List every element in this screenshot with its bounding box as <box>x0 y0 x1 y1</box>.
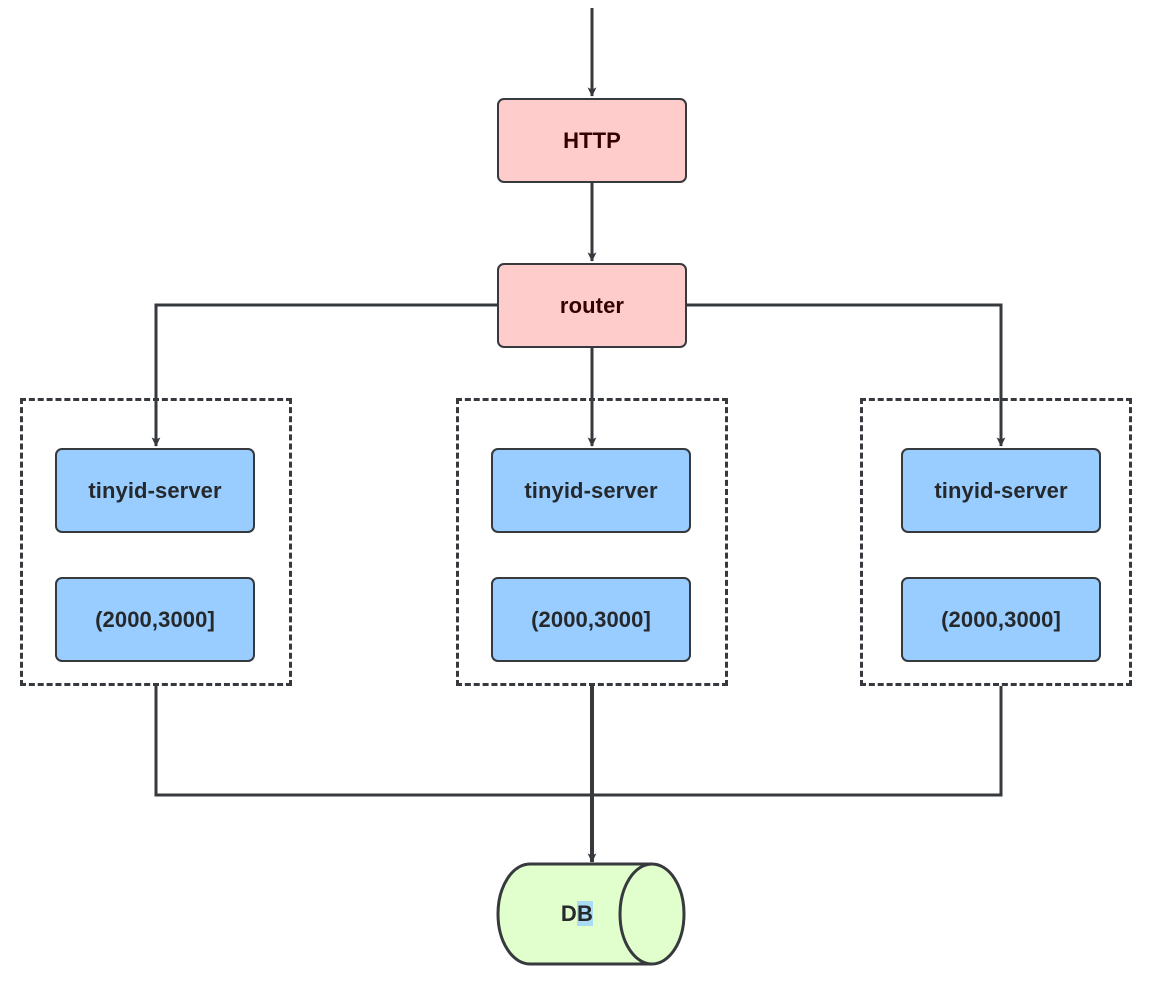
group-right-range-label: (2000,3000] <box>941 606 1061 632</box>
group-right-range[interactable]: (2000,3000] <box>901 577 1101 662</box>
group-right-tinyid-server-label: tinyid-server <box>934 477 1068 503</box>
edge-left-group-to-db <box>154 686 592 797</box>
group-center-tinyid-server-label: tinyid-server <box>524 477 658 503</box>
group-left-range-label: (2000,3000] <box>95 606 215 632</box>
node-router-label: router <box>559 292 625 318</box>
node-http[interactable]: HTTP <box>497 98 687 183</box>
group-center-range[interactable]: (2000,3000] <box>491 577 691 662</box>
group-right-tinyid-server[interactable]: tinyid-server <box>901 448 1101 533</box>
node-router[interactable]: router <box>497 263 687 348</box>
group-center-range-label: (2000,3000] <box>531 606 651 632</box>
node-db[interactable]: DB <box>496 862 686 966</box>
group-left-tinyid-server-label: tinyid-server <box>88 477 222 503</box>
group-left-range[interactable]: (2000,3000] <box>55 577 255 662</box>
group-center-tinyid-server[interactable]: tinyid-server <box>491 448 691 533</box>
node-http-label: HTTP <box>563 127 621 153</box>
group-left-tinyid-server[interactable]: tinyid-server <box>55 448 255 533</box>
edge-right-group-to-db <box>592 686 1003 797</box>
db-cylinder-shape <box>496 862 686 966</box>
